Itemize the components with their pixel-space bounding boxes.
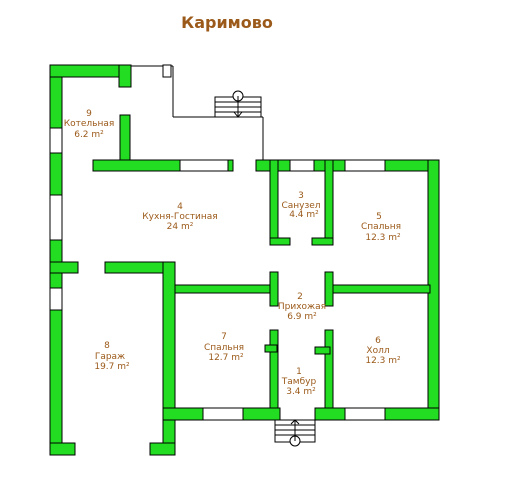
room-3-label: 3 Санузел 4.4 m²	[281, 191, 320, 220]
svg-text:Кухня-Гостиная: Кухня-Гостиная	[142, 212, 217, 222]
svg-text:3.4 m²: 3.4 m²	[286, 387, 316, 397]
room-1-label: 1 Тамбур 3.4 m²	[281, 367, 317, 397]
svg-text:12.7 m²: 12.7 m²	[208, 353, 244, 363]
wall-boiler-bottom	[92, 159, 234, 172]
stairs-back	[214, 90, 262, 118]
svg-text:12.3 m²: 12.3 m²	[365, 356, 401, 366]
svg-text:Спальня: Спальня	[204, 343, 244, 353]
svg-text:6: 6	[375, 336, 381, 346]
room-4-label: 4 Кухня-Гостиная 24 m²	[142, 202, 217, 232]
svg-text:Санузел: Санузел	[281, 201, 320, 211]
room-7-label: 7 Спальня 12.7 m²	[204, 332, 244, 363]
svg-text:4.4 m²: 4.4 m²	[289, 210, 319, 220]
wall-boiler-stub	[118, 64, 132, 88]
wall-left-outer	[49, 64, 63, 456]
windows	[49, 64, 386, 421]
room-6-label: 6 Холл 12.3 m²	[365, 336, 401, 366]
wall-bath-right	[324, 159, 334, 246]
wall-hall-stub-right	[314, 346, 331, 355]
window-kitchen-left	[49, 194, 63, 241]
svg-text:8: 8	[104, 341, 110, 351]
wall-hall-left-lower	[269, 329, 279, 421]
svg-text:Котельная: Котельная	[64, 119, 115, 129]
svg-text:24 m²: 24 m²	[167, 222, 194, 232]
window-bedroom5-top	[344, 159, 386, 172]
window-hall-bottom	[344, 407, 386, 421]
svg-text:12.3 m²: 12.3 m²	[365, 233, 401, 243]
room-5-label: 5 Спальня 12.3 m²	[361, 212, 401, 243]
svg-text:9: 9	[86, 109, 92, 119]
wall-bedroom5-bottom	[329, 284, 431, 294]
plan-title: Каримово	[181, 13, 273, 32]
svg-text:4: 4	[177, 202, 183, 212]
window-bath-top	[289, 159, 315, 172]
wall-mid-left-stub	[49, 261, 79, 274]
wall-bedroom7-top	[164, 284, 276, 294]
svg-text:3: 3	[298, 191, 304, 201]
wall-hall-left-upper	[269, 271, 279, 307]
wall-hall-right-lower	[324, 329, 334, 421]
window-kitchen-top	[179, 159, 229, 172]
wall-garage-bottom-left	[49, 442, 76, 456]
wall-bath-left	[269, 159, 279, 246]
room-8-label: 8 Гараж 19.7 m²	[94, 341, 130, 372]
svg-text:7: 7	[221, 332, 227, 342]
wall-boiler-right	[119, 114, 131, 164]
wall-bath-bottom-left	[269, 237, 291, 246]
svg-text:6.2 m²: 6.2 m²	[74, 130, 104, 140]
wall-garage-bottom-right	[149, 442, 176, 456]
room-2-label: 2 Прихожая 6.9 m²	[278, 292, 326, 322]
svg-text:Прихожая: Прихожая	[278, 302, 326, 312]
window-boiler-left	[49, 127, 63, 154]
wall-hall-right-upper	[324, 271, 334, 307]
wall-bath-bottom-right	[311, 237, 334, 246]
window-top-left-1	[162, 64, 172, 78]
svg-text:5: 5	[376, 212, 382, 222]
stairs-front	[274, 419, 316, 447]
svg-text:2: 2	[297, 292, 303, 302]
wall-hall-stub-left	[264, 344, 278, 353]
svg-text:Холл: Холл	[366, 346, 389, 356]
room-9-label: 9 Котельная 6.2 m²	[64, 109, 115, 140]
svg-text:Гараж: Гараж	[95, 352, 125, 362]
wall-garage-right	[162, 261, 176, 456]
svg-text:Спальня: Спальня	[361, 222, 401, 232]
window-bedroom7-bottom	[202, 407, 244, 421]
svg-text:6.9 m²: 6.9 m²	[287, 312, 317, 322]
svg-text:Тамбур: Тамбур	[281, 377, 317, 387]
svg-text:19.7 m²: 19.7 m²	[94, 362, 130, 372]
svg-text:1: 1	[296, 367, 302, 377]
window-garage-left	[49, 287, 63, 311]
